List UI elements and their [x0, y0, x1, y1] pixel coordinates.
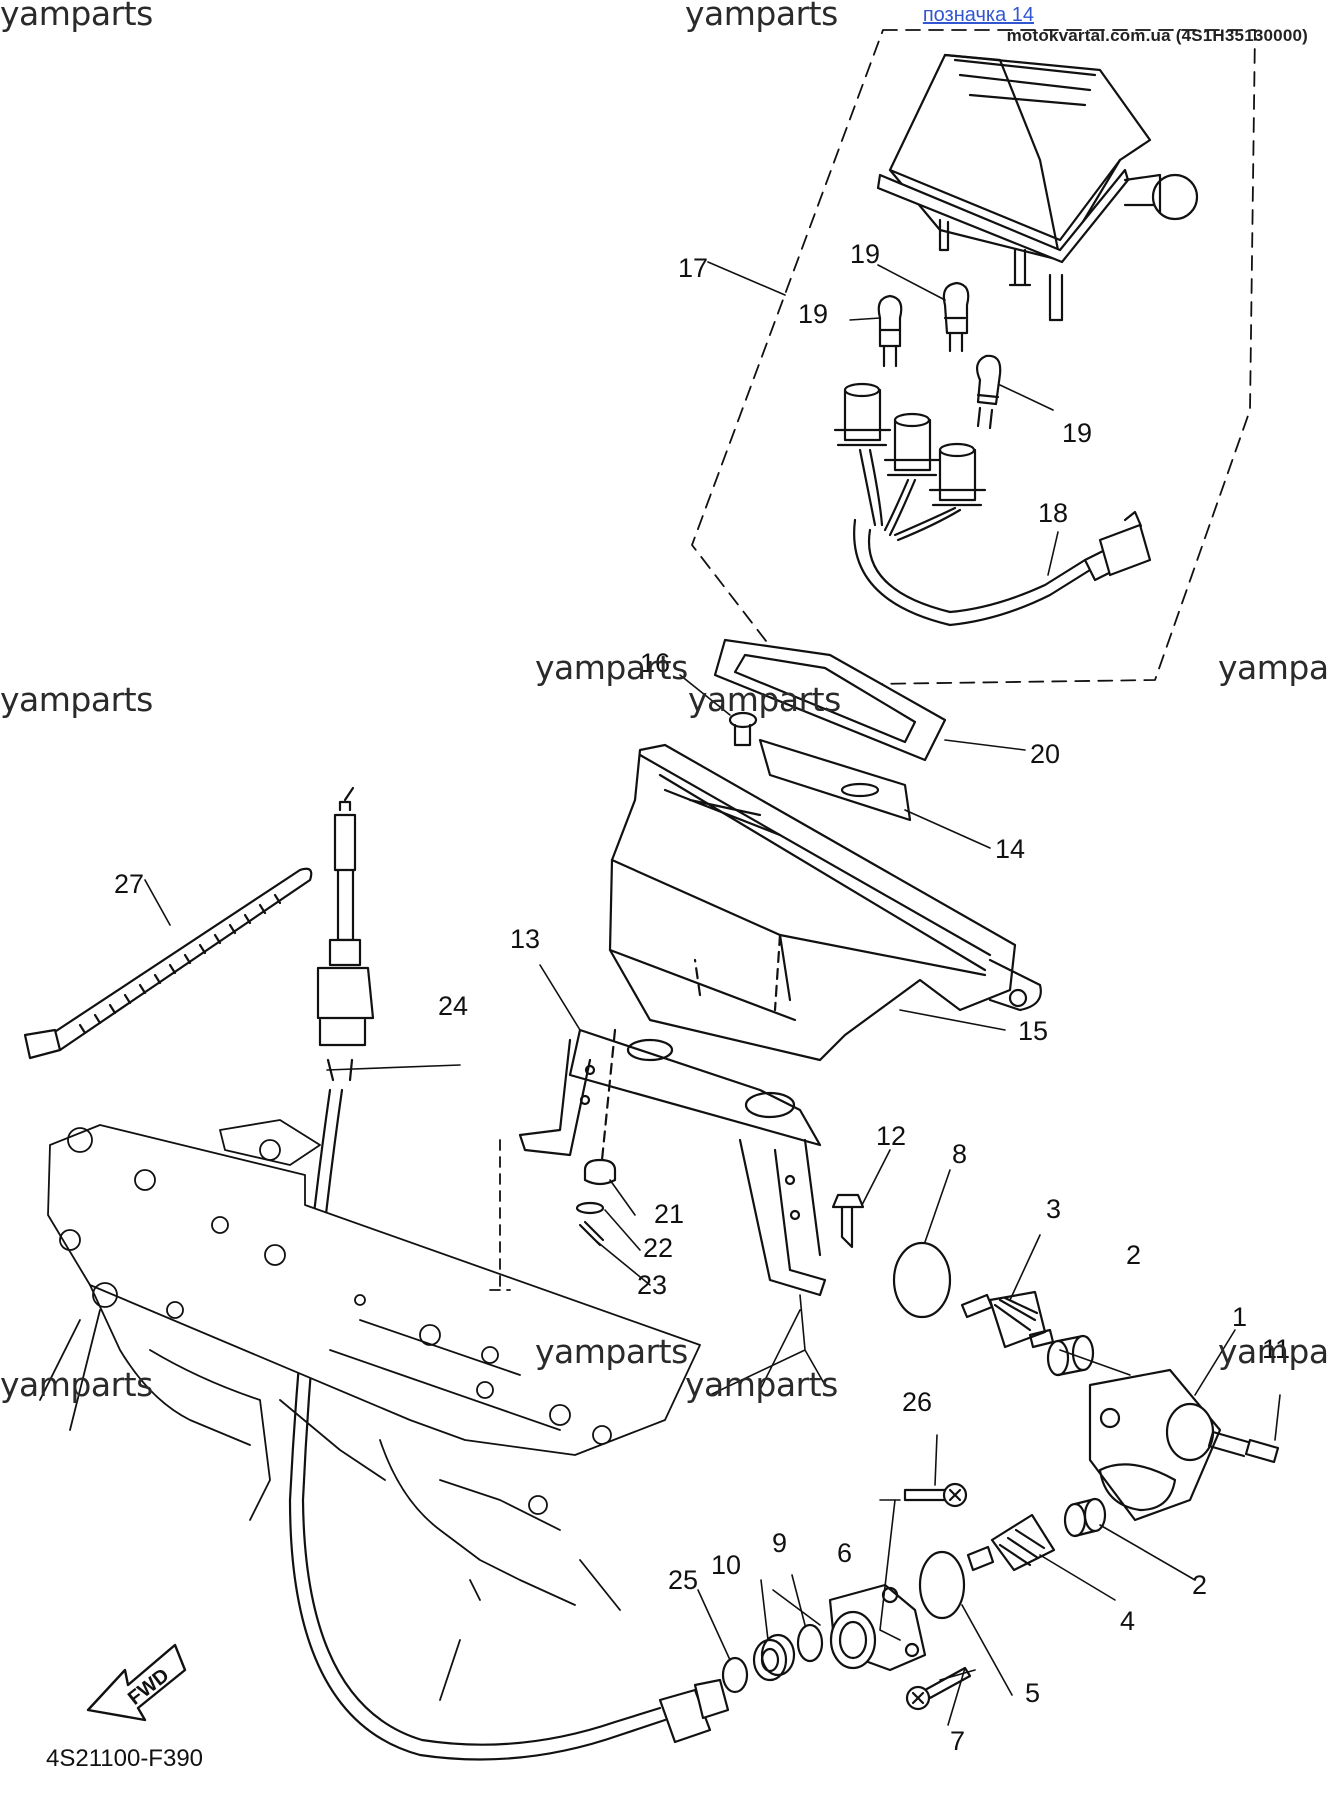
gasket-20-drawing: [713, 638, 947, 762]
callout-5: 5: [1025, 1678, 1040, 1708]
bolt-11-drawing: [1207, 1430, 1280, 1464]
callout-11: 11: [1262, 1334, 1290, 1364]
watermark: yamparts: [685, 0, 838, 33]
watermark-partial: yampa: [1218, 648, 1329, 687]
pin-23-drawing: [578, 1220, 605, 1247]
callout-21: 21: [654, 1199, 684, 1229]
watermark: yamparts: [0, 1365, 153, 1404]
housing-1-drawing: [1088, 1368, 1222, 1522]
harness-18-drawing: [833, 382, 1152, 627]
plate-14-drawing: [758, 738, 912, 822]
callout-2-upper: 2: [1126, 1240, 1141, 1270]
watermark: yamparts: [685, 1365, 838, 1404]
leader-lines: [144, 261, 1281, 1726]
callout-7: 7: [950, 1726, 965, 1756]
callout-2-lower: 2: [1192, 1570, 1207, 1600]
bulb-19-left: [877, 294, 903, 368]
callout-3: 3: [1046, 1194, 1061, 1224]
meter-case-15-drawing: [608, 743, 1042, 1062]
callout-27: 27: [114, 869, 144, 899]
screw-16-drawing: [728, 711, 758, 747]
watermark: yamparts: [688, 680, 841, 719]
washer-22-drawing: [575, 1201, 605, 1215]
bracket-13-drawing: [518, 1028, 827, 1297]
bush-2-lower-drawing: [1063, 1497, 1107, 1538]
grommet-21-drawing: [583, 1158, 617, 1186]
watermark: yamparts: [0, 680, 153, 719]
callout-1: 1: [1232, 1302, 1247, 1332]
reference-link[interactable]: позначка 14: [922, 4, 1034, 26]
watermark: yamparts: [535, 648, 688, 687]
o-ring-5-drawing: [918, 1550, 966, 1620]
ring-25-drawing: [721, 1656, 749, 1694]
callout-9: 9: [772, 1528, 787, 1558]
bulb-19-mid: [942, 281, 970, 353]
meter-head-drawing: [876, 53, 1199, 322]
callout-20: 20: [1030, 739, 1060, 769]
callout-17: 17: [678, 253, 708, 283]
screw-26-drawing: [903, 1482, 968, 1508]
o-ring-8-drawing: [892, 1241, 952, 1319]
callout-8: 8: [952, 1139, 967, 1169]
callout-23: 23: [637, 1270, 667, 1300]
washer-9-drawing: [796, 1623, 824, 1663]
callout-10: 10: [711, 1550, 741, 1580]
screw-7-drawing: [905, 1666, 972, 1711]
callout-13: 13: [510, 924, 540, 954]
watermark-partial: yampa: [1218, 1332, 1329, 1371]
callout-24: 24: [438, 991, 468, 1021]
callout-26: 26: [902, 1387, 932, 1417]
callout-4: 4: [1120, 1606, 1135, 1636]
seal-10-drawing: [752, 1633, 796, 1682]
gear-4-drawing: [966, 1513, 1056, 1572]
bulb-19-right: [975, 354, 1002, 430]
callout-14: 14: [995, 834, 1025, 864]
bush-2-upper-drawing: [1046, 1334, 1095, 1377]
callout-15: 15: [1018, 1016, 1048, 1046]
watermark: yamparts: [0, 0, 153, 33]
callout-6: 6: [837, 1538, 852, 1568]
callout-22: 22: [643, 1233, 673, 1263]
callout-18: 18: [1038, 498, 1068, 528]
meter-assembly-boundary: [691, 29, 1256, 686]
watermark: yamparts: [535, 1332, 688, 1371]
callout-25: 25: [668, 1565, 698, 1595]
diagram-code: 4S21100-F390: [46, 1745, 204, 1772]
frame-drawing: [39, 1119, 701, 1701]
gear-3-drawing: [960, 1290, 1055, 1349]
cover-6-drawing: [828, 1583, 927, 1672]
callout-19-top: 19: [850, 239, 880, 269]
callout-12: 12: [876, 1121, 906, 1151]
fwd-arrow-icon: [86, 1643, 187, 1722]
bolt-12-drawing: [831, 1193, 865, 1249]
cable-tie-27-drawing: [23, 867, 313, 1060]
source-site: motokvartal.com.ua (4S1H35130000): [1006, 26, 1308, 45]
callout-19-left: 19: [798, 299, 828, 329]
callout-16: 16: [640, 648, 670, 678]
callout-19-right: 19: [1062, 418, 1092, 448]
